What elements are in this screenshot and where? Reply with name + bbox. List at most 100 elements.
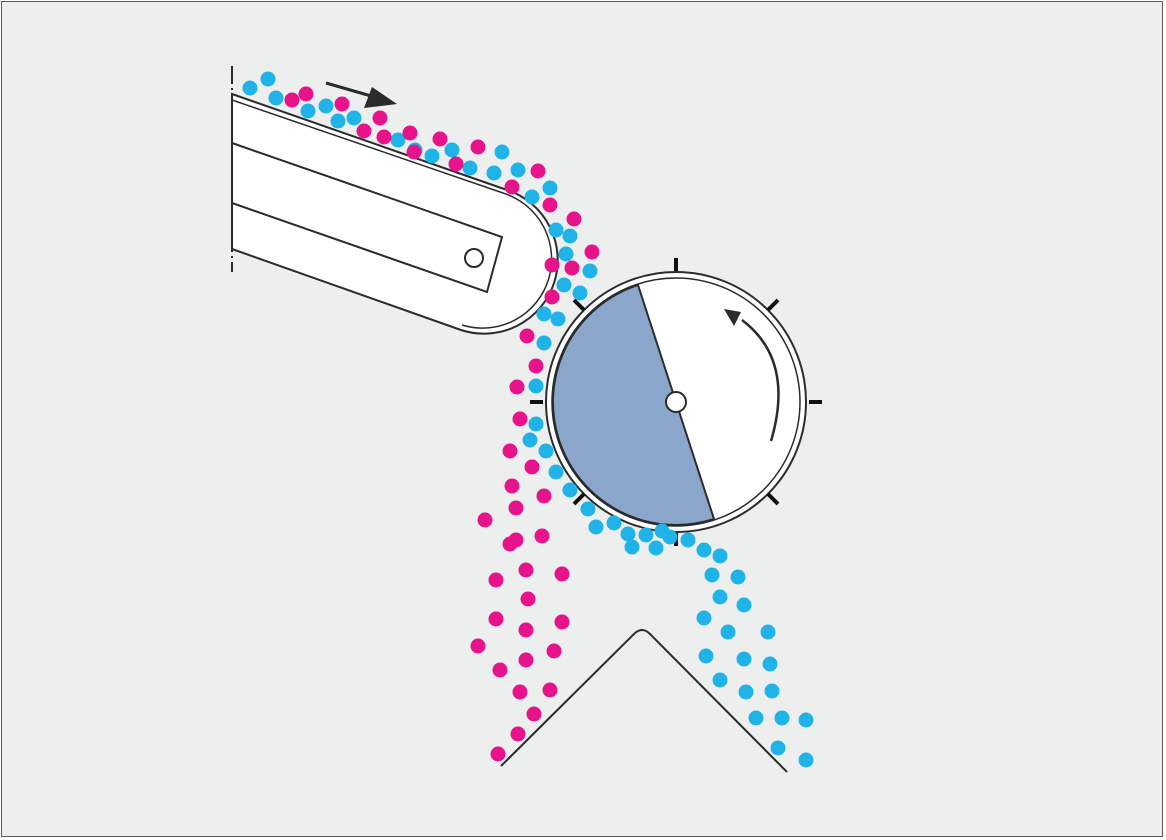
non-magnetic-particle (508, 532, 524, 548)
conveyor-belt (231, 92, 559, 335)
magnetic-particle (536, 335, 552, 351)
non-magnetic-particle (584, 244, 600, 260)
non-magnetic-particle (544, 289, 560, 305)
magnetic-particle (704, 567, 720, 583)
magnetic-particle (580, 501, 596, 517)
magnetic-particle (698, 648, 714, 664)
magnetic-particles (242, 71, 814, 768)
magnetic-particle (462, 160, 478, 176)
non-magnetic-particle (448, 156, 464, 172)
non-magnetic-particle (526, 706, 542, 722)
non-magnetic-particle (284, 92, 300, 108)
arrow-right-icon (325, 81, 397, 108)
magnetic-particle (798, 712, 814, 728)
non-magnetic-particle (504, 179, 520, 195)
non-magnetic-particle (406, 144, 422, 160)
magnetic-particle (774, 710, 790, 726)
magnetic-particle (528, 416, 544, 432)
non-magnetic-particle (518, 562, 534, 578)
non-magnetic-particle (376, 129, 392, 145)
non-magnetic-particle (508, 500, 524, 516)
non-magnetic-particle (520, 591, 536, 607)
non-magnetic-particle (518, 652, 534, 668)
counterclockwise-arrow-icon (724, 309, 780, 442)
magnetic-particle (318, 98, 334, 114)
non-magnetic-particle (432, 131, 448, 147)
magnetic-particle (762, 656, 778, 672)
magnetic-particle (720, 624, 736, 640)
magnetic-particle (582, 263, 598, 279)
magnetic-particle (620, 526, 636, 542)
magnetic-particle (764, 683, 780, 699)
non-magnetic-particle (477, 512, 493, 528)
magnetic-particle (390, 132, 406, 148)
non-magnetic-particle (546, 643, 562, 659)
magnetic-particle (738, 684, 754, 700)
magnetic-particle (736, 651, 752, 667)
non-magnetic-particle (492, 662, 508, 678)
magnetic-particle (648, 540, 664, 556)
non-magnetic-particle (534, 528, 550, 544)
magnetic-particle (528, 378, 544, 394)
magnetic-particle (524, 189, 540, 205)
non-magnetic-particle (372, 110, 388, 126)
magnetic-particle (696, 610, 712, 626)
non-magnetic-particle (512, 684, 528, 700)
magnetic-particle (736, 597, 752, 613)
non-magnetic-particle (554, 614, 570, 630)
magnetic-particle (748, 710, 764, 726)
magnetic-particle (558, 246, 574, 262)
magnetic-particle (510, 162, 526, 178)
magnetic-particle (760, 624, 776, 640)
non-magnetic-particle (519, 328, 535, 344)
non-magnetic-particle (298, 86, 314, 102)
non-magnetic-particle (470, 139, 486, 155)
non-magnetic-particle (512, 411, 528, 427)
non-magnetic-particle (356, 123, 372, 139)
magnetic-particle (538, 443, 554, 459)
magnetic-particle (712, 548, 728, 564)
magnetic-particle (300, 103, 316, 119)
non-magnetic-particle (524, 459, 540, 475)
splitter (500, 629, 788, 773)
magnetic-particle (638, 527, 654, 543)
non-magnetic-particle (554, 566, 570, 582)
magnetic-particle (542, 180, 558, 196)
magnetic-particle (242, 80, 258, 96)
magnetic-particle (548, 222, 564, 238)
drum-axle (665, 391, 687, 413)
non-magnetic-particle (536, 488, 552, 504)
magnetic-particle (562, 228, 578, 244)
non-magnetic-particle (502, 443, 518, 459)
magnetic-particle (494, 144, 510, 160)
magnetic-particle (730, 569, 746, 585)
magnetic-particle (572, 285, 588, 301)
magnetic-particle (556, 277, 572, 293)
magnetic-particle (346, 110, 362, 126)
non-magnetic-particle (490, 746, 506, 762)
non-magnetic-particle (566, 211, 582, 227)
magnetic-particle (562, 482, 578, 498)
non-magnetic-particle (528, 358, 544, 374)
magnetic-particle (536, 306, 552, 322)
magnetic-particle (550, 311, 566, 327)
magnetic-particle (712, 589, 728, 605)
non-magnetic-particle (488, 572, 504, 588)
non-magnetic-particle (544, 257, 560, 273)
magnetic-particle (260, 71, 276, 87)
non-magnetic-particles (284, 86, 600, 762)
non-magnetic-particle (510, 726, 526, 742)
non-magnetic-particle (530, 163, 546, 179)
non-magnetic-particle (334, 96, 350, 112)
non-magnetic-particle (504, 478, 520, 494)
magnetic-particle (444, 142, 460, 158)
magnetic-particle (548, 464, 564, 480)
magnetic-particle (268, 90, 284, 106)
magnetic-drum (530, 258, 822, 546)
non-magnetic-particle (509, 379, 525, 395)
magnetic-particle (330, 113, 346, 129)
pulley-axle (464, 248, 484, 268)
magnetic-particle (696, 542, 712, 558)
